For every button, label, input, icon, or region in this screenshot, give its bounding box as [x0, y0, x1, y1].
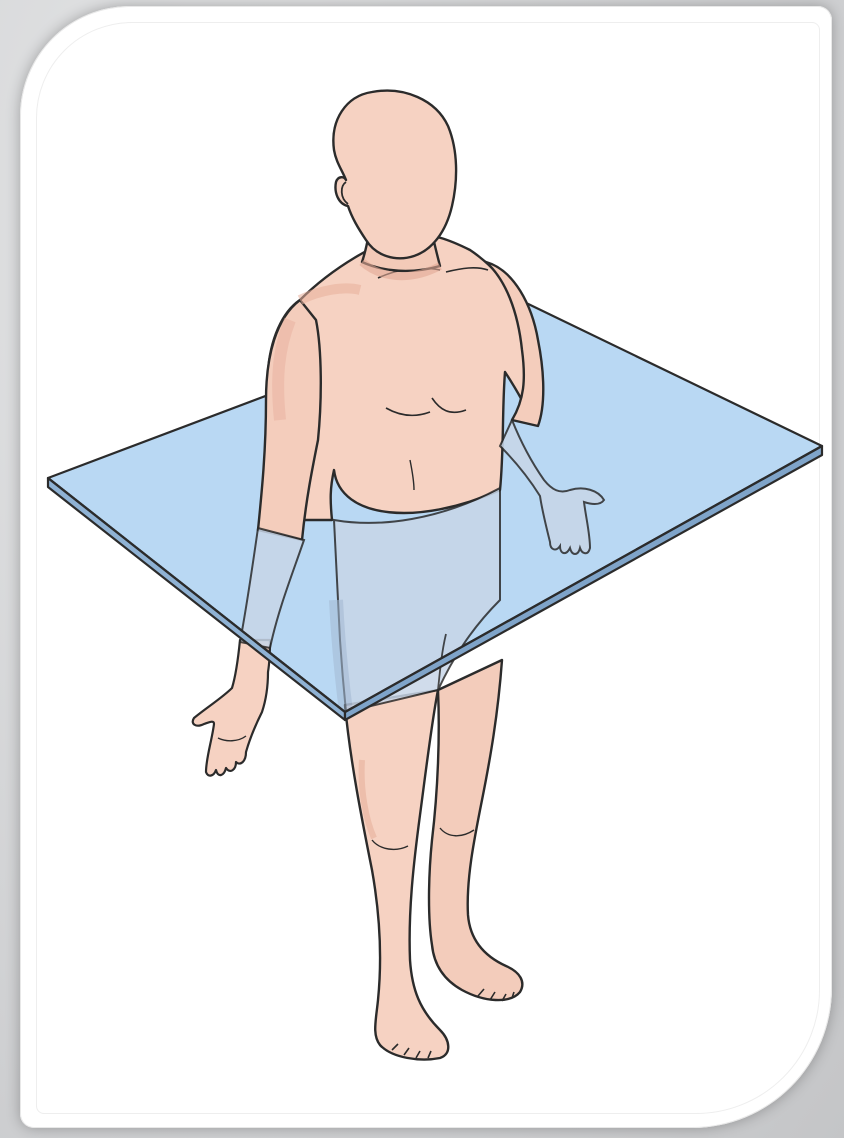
legs [345, 660, 522, 1059]
left-leg [429, 660, 522, 1000]
right-hand [193, 640, 270, 776]
head [333, 91, 456, 259]
